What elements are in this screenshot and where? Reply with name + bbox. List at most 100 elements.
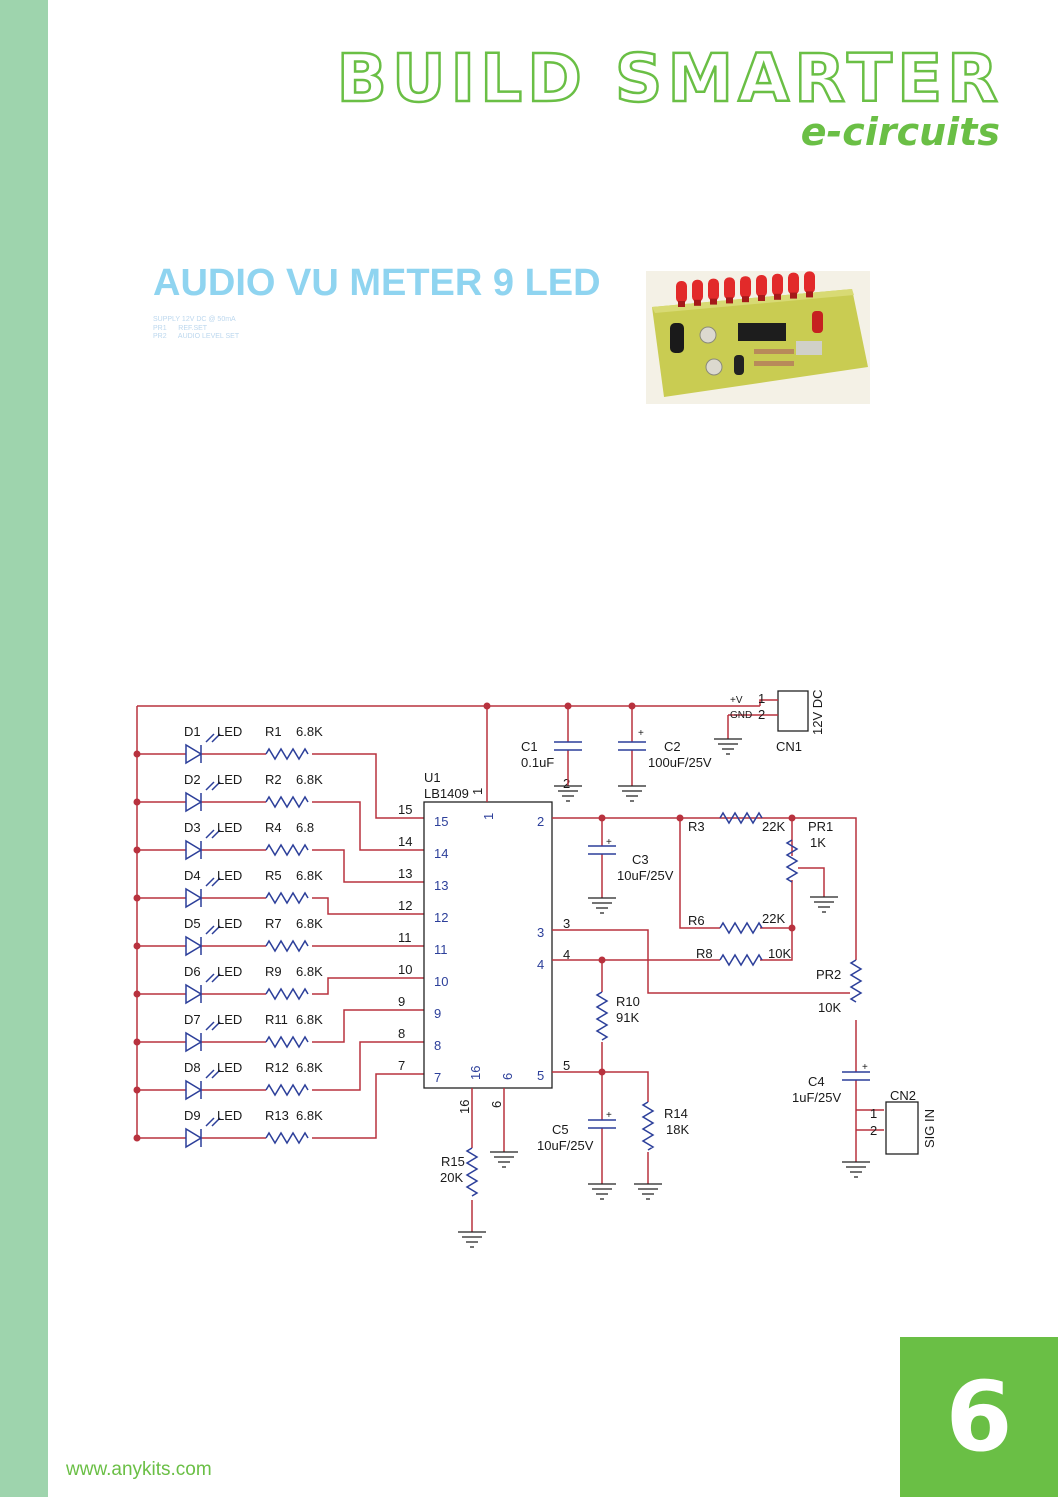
note-line: PR1 REF.SET xyxy=(153,324,208,332)
junction-dot xyxy=(133,894,141,902)
led-ref: D1 xyxy=(184,724,201,739)
led-ref: D2 xyxy=(184,772,201,787)
resistor-value: 6.8K xyxy=(296,868,323,883)
led-type: LED xyxy=(217,916,242,931)
ic-pin-number: 8 xyxy=(398,1026,405,1041)
led-type: LED xyxy=(217,820,242,835)
resistor-ref: R7 xyxy=(265,916,282,931)
led-icon xyxy=(185,887,203,909)
r8-label: R8 xyxy=(696,946,713,961)
c2-value: 100uF/25V xyxy=(648,755,712,770)
pcb-led-base xyxy=(678,301,685,307)
c3-value: 10uF/25V xyxy=(617,868,674,883)
ic-pin-wire xyxy=(312,897,424,915)
ground-icon xyxy=(490,1151,518,1168)
pcb-led-base xyxy=(758,295,765,301)
led-arrows-icon xyxy=(205,1069,221,1079)
led-ref: D9 xyxy=(184,1108,201,1123)
resistor-icon xyxy=(265,891,309,905)
led-arrows-icon xyxy=(205,877,221,887)
ic-pin-1: 1 xyxy=(481,813,496,820)
cn1-supply-label: 12V DC xyxy=(810,689,825,735)
led-arrows-icon xyxy=(205,829,221,839)
led-icon xyxy=(185,1031,203,1053)
led-type: LED xyxy=(217,868,242,883)
ic-pin-wire xyxy=(312,977,424,995)
resistor-value: 6.8K xyxy=(296,724,323,739)
r14-value: 18K xyxy=(666,1122,689,1137)
ic-pin-16: 16 xyxy=(457,1100,472,1114)
junction-dot xyxy=(133,990,141,998)
pr1-label: PR1 xyxy=(808,819,833,834)
pcb-led-icon xyxy=(740,276,751,299)
cn2-connector xyxy=(885,1101,919,1155)
ic-pin-wire xyxy=(312,1073,424,1139)
ic-pin-wire xyxy=(312,1009,424,1043)
ic-pin-number: 10 xyxy=(398,962,412,977)
pcb-led-base xyxy=(806,291,813,298)
led-arrows-icon xyxy=(205,1021,221,1031)
ic-pin-16: 16 xyxy=(468,1066,483,1080)
led-ref: D5 xyxy=(184,916,201,931)
c5-label: C5 xyxy=(552,1122,569,1137)
junction-dot xyxy=(133,1134,141,1142)
led-arrows-icon xyxy=(205,781,221,791)
cn2-pin-2: 2 xyxy=(870,1123,877,1138)
r6-label: R6 xyxy=(688,913,705,928)
note-line: SUPPLY 12V DC @ 50mA xyxy=(153,316,236,323)
led-ref: D4 xyxy=(184,868,201,883)
ic-pin-number: 7 xyxy=(398,1058,405,1073)
resistor-icon xyxy=(265,795,309,809)
junction-dot xyxy=(133,1038,141,1046)
pcb-photo xyxy=(646,271,870,404)
led-type: LED xyxy=(217,1012,242,1027)
resistor-icon xyxy=(265,843,309,857)
pr2-value: 10K xyxy=(818,1000,841,1015)
brand-subtitle: e-circuits xyxy=(800,110,1000,154)
pcb-led-icon xyxy=(772,273,783,296)
led-arrows-icon xyxy=(205,925,221,935)
pcb-led-icon xyxy=(804,271,815,294)
svg-text:+: + xyxy=(862,1062,868,1073)
junction-dot xyxy=(133,846,141,854)
resistor-ref: R11 xyxy=(265,1012,288,1027)
resistor-ref: R2 xyxy=(265,772,282,787)
resistor-ref: R1 xyxy=(265,724,282,739)
ic-pin-number: 12 xyxy=(398,898,412,913)
pcb-led-base xyxy=(774,293,781,300)
resistor-ref: R9 xyxy=(265,964,282,979)
r6-value: 22K xyxy=(762,911,785,926)
ic-pin-2: 2 xyxy=(537,814,544,829)
junction-dot xyxy=(133,1086,141,1094)
ground-icon xyxy=(588,897,616,914)
ic-pin-3: 3 xyxy=(537,925,544,940)
led-arrows-icon xyxy=(205,1117,221,1127)
r3-value: 22K xyxy=(762,819,785,834)
led-icon xyxy=(185,839,203,861)
cn2-pin-1: 1 xyxy=(870,1106,877,1121)
ic-pin-6: 6 xyxy=(500,1073,515,1080)
ic-pin-number: 12 xyxy=(434,910,448,925)
ic-pin-4: 4 xyxy=(537,957,544,972)
led-icon xyxy=(185,791,203,813)
resistor-icon xyxy=(265,1131,309,1145)
resistor-ref: R4 xyxy=(265,820,282,835)
svg-text:+: + xyxy=(606,837,612,848)
r3-label: R3 xyxy=(688,819,705,834)
r8-value: 10K xyxy=(768,946,791,961)
c2-label: C2 xyxy=(664,739,681,754)
ic-pin-number: 8 xyxy=(434,1038,441,1053)
resistor-icon xyxy=(265,987,309,1001)
ic-pin-wire xyxy=(312,753,424,819)
ic-pin-number: 9 xyxy=(398,994,405,1009)
ic-pin-1: 1 xyxy=(470,788,485,795)
note-line: PR2 AUDIO LEVEL SET xyxy=(153,333,240,340)
r14-label: R14 xyxy=(664,1106,688,1121)
brand-title: BUILD SMARTER xyxy=(335,39,1003,119)
r10-value: 91K xyxy=(616,1010,639,1025)
ic-pin-number: 14 xyxy=(434,846,448,861)
resistor-value: 6.8K xyxy=(296,772,323,787)
led-ref: D3 xyxy=(184,820,201,835)
led-type: LED xyxy=(217,724,242,739)
footer-url[interactable]: www.anykits.com xyxy=(66,1459,212,1480)
